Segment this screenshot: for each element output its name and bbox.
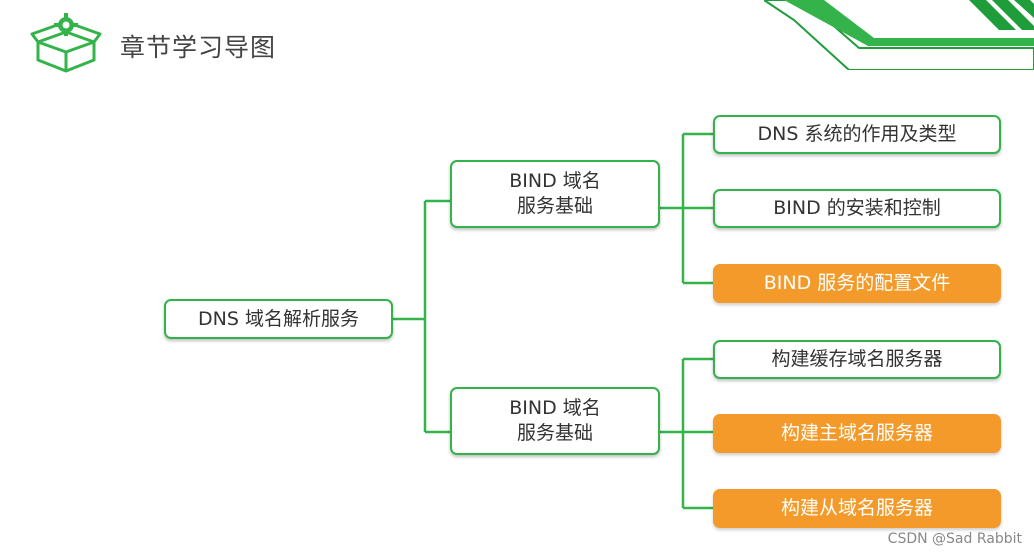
branch-2-line1: BIND 域名 [509,397,601,420]
leaf-node-highlighted: BIND 服务的配置文件 [713,264,1001,303]
root-node: DNS 域名解析服务 [164,299,393,339]
corner-decoration [764,0,1034,70]
leaf-node-highlighted: 构建主域名服务器 [713,414,1001,453]
leaf-node: 构建缓存域名服务器 [713,340,1001,379]
leaf-node: BIND 的安装和控制 [713,189,1001,228]
page-title: 章节学习导图 [120,33,277,62]
branch-1-line2: 服务基础 [516,195,593,217]
gear-box-icon [30,13,102,73]
leaf-node: DNS 系统的作用及类型 [713,115,1001,154]
leaf-node-highlighted: 构建从域名服务器 [713,489,1001,528]
watermark: CSDN @Sad Rabbit [887,531,1022,547]
branch-node-2: BIND 域名 服务基础 [450,387,660,455]
branch-1-line1: BIND 域名 [509,170,601,193]
branch-2-line2: 服务基础 [516,422,593,444]
branch-node-1: BIND 域名 服务基础 [450,160,660,228]
